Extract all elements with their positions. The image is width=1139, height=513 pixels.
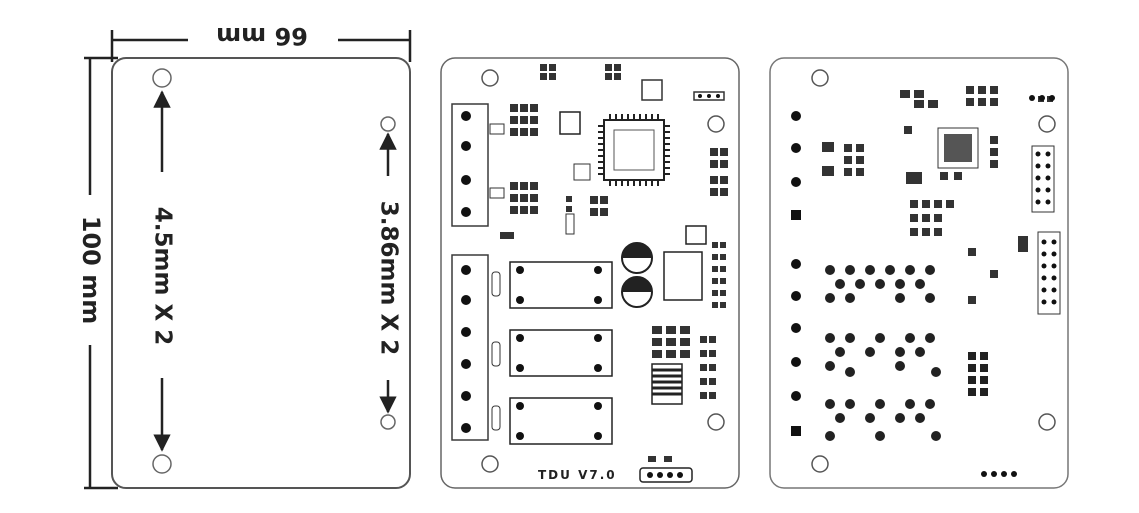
capacitor-pair (621, 242, 653, 308)
terminal-block-lower (451, 254, 501, 441)
mount-hole (481, 455, 499, 473)
mount-hole (481, 69, 499, 87)
smd-driver-array (651, 326, 716, 405)
mount-hole (707, 413, 725, 431)
smd-column-right (710, 148, 728, 308)
mount-hole (1038, 413, 1056, 431)
small-ic (641, 79, 663, 101)
pin-header-right (1031, 145, 1061, 315)
right-hole-spacing-label: 3.86mm X 2 (376, 201, 402, 355)
mount-hole-top-right (380, 116, 396, 132)
mount-hole (1038, 115, 1056, 133)
relay-3 (509, 397, 613, 445)
relay-2 (509, 329, 613, 377)
regulator (559, 111, 581, 135)
terminal-block-upper (451, 103, 505, 227)
bottom-header-pads (981, 95, 1055, 477)
width-label-bg (188, 26, 338, 56)
mount-hole-top-left (152, 68, 172, 88)
board-bottom-view (769, 57, 1069, 489)
mount-hole (811, 69, 829, 87)
board-top-view: TDU V7.0 (440, 57, 740, 489)
left-hole-spacing-label: 4.5mm X 2 (150, 207, 176, 345)
board-model-label: TDU V7.0 (538, 468, 617, 482)
mount-hole (811, 455, 829, 473)
smd-resistor-array (500, 64, 621, 239)
relay-1 (509, 261, 613, 309)
outline-view: 66 mm 100 mm 4.5mm X 2 3.86mm X 2 (74, 22, 412, 490)
smd-cluster (565, 163, 608, 235)
relay-pad-clusters (825, 265, 988, 441)
height-label: 100 mm (77, 216, 105, 324)
height-label-bg (74, 195, 106, 345)
board-bottom-outline (769, 57, 1069, 489)
microcontroller-chip (598, 114, 670, 186)
mount-hole (707, 115, 725, 133)
bottom-header (639, 456, 693, 483)
regulator (685, 225, 707, 245)
mount-hole-bottom-right (380, 414, 396, 430)
bottom-smd-components (822, 86, 1053, 304)
terminal-pads-column (791, 111, 801, 436)
board-outline (111, 57, 411, 489)
width-label: 66 mm (216, 22, 308, 50)
mount-hole-bottom-left (152, 454, 172, 474)
driver-ic (663, 251, 703, 301)
